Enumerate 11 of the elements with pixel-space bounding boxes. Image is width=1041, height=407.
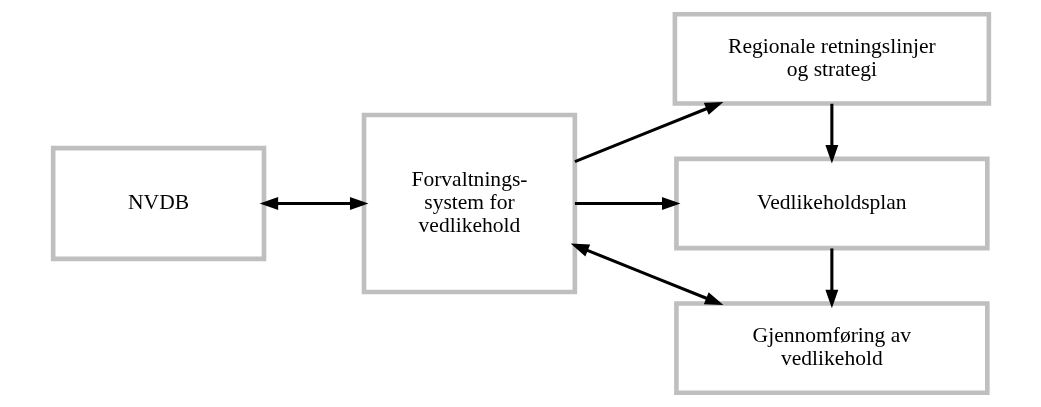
arrow — [824, 103, 838, 164]
arrow — [570, 243, 723, 306]
node-box: Forvaltnings- system for vedlikehold — [361, 112, 577, 295]
node-box: Regionale retningslinjer og strategi — [672, 11, 991, 106]
arrow — [259, 197, 368, 210]
arrow — [574, 197, 680, 210]
node-box: Vedlikeholdsplan — [673, 156, 990, 251]
node-box: Gjennomføring av vedlikehold — [673, 301, 990, 396]
arrow — [573, 101, 723, 164]
arrow — [824, 248, 838, 309]
node-box: NVDB — [50, 145, 266, 262]
